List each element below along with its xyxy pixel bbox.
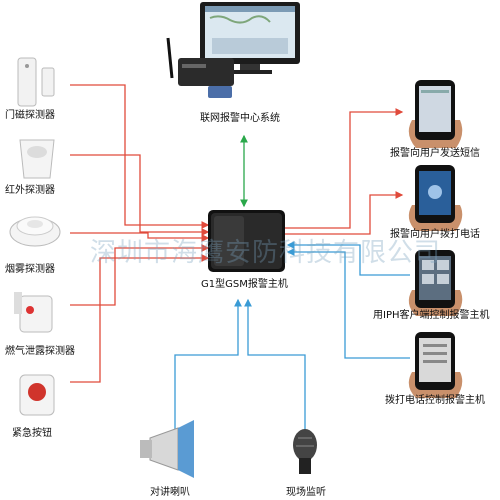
smoke-detector-icon xyxy=(9,216,61,247)
pir-sensor-icon xyxy=(19,139,55,179)
bottom-label: 现场监听 xyxy=(286,487,326,498)
door-contact-icon xyxy=(17,57,55,107)
microphone-icon xyxy=(293,429,317,474)
link-call xyxy=(285,191,404,235)
output-links xyxy=(285,108,404,235)
link-megaphone xyxy=(174,298,242,432)
watermark: 深圳市海鹰安防科技有限公司 xyxy=(90,238,442,268)
megaphone-icon xyxy=(140,420,194,478)
link-panic xyxy=(70,254,210,383)
output-label: 拨打电话控制报警主机 xyxy=(385,395,485,406)
panic-button-icon xyxy=(19,374,55,416)
output-label: 报警向用户拨打电话 xyxy=(390,229,480,240)
link-pir xyxy=(70,154,210,236)
detector-links xyxy=(70,84,210,383)
phone-app-icon xyxy=(408,250,463,316)
link-gas xyxy=(70,244,210,306)
center-label: 联网报警中心系统 xyxy=(200,113,280,124)
phone-dial-icon xyxy=(408,332,463,398)
bottom-label: 对讲喇叭 xyxy=(150,487,190,498)
detector-label: 燃气泄露探测器 xyxy=(5,346,75,357)
gas-detector-icon xyxy=(14,292,53,333)
detector-label: 紧急按钮 xyxy=(12,428,52,439)
detector-label: 门磁探测器 xyxy=(5,110,55,121)
output-label: 报警向用户发送短信 xyxy=(390,148,480,159)
link-sms xyxy=(285,108,404,229)
link-microphone xyxy=(244,298,306,432)
output-label: 用IPH客户端控制报警主机 xyxy=(373,310,490,321)
detector-label: 红外探测器 xyxy=(5,185,55,196)
host-label: G1型GSM报警主机 xyxy=(201,279,288,290)
link-dial xyxy=(286,248,410,359)
phone-call-icon xyxy=(408,165,463,231)
control-links xyxy=(174,241,410,432)
link-app xyxy=(286,241,410,276)
link-smoke xyxy=(70,232,210,242)
detector-label: 烟雾探测器 xyxy=(5,264,55,275)
phone-sms-icon xyxy=(408,80,463,148)
monitor-with-gsm-module-icon xyxy=(166,2,300,98)
gsm-alarm-panel-icon xyxy=(208,210,285,272)
